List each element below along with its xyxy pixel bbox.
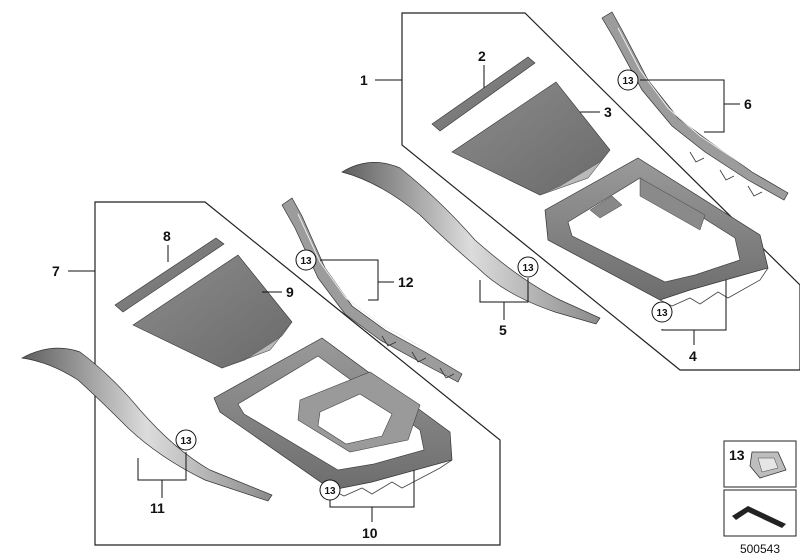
group-frame-right <box>401 12 800 371</box>
svg-text:13: 13 <box>622 76 634 87</box>
clip-icon <box>749 451 787 479</box>
part-label-9: 9 <box>286 284 294 300</box>
clip-callout-13-left-trim: 13 <box>175 429 197 451</box>
part-label-12: 12 <box>398 274 414 290</box>
console-bezel-left <box>213 337 453 497</box>
part-label-6: 6 <box>744 96 752 112</box>
part-label-2: 2 <box>478 48 486 64</box>
svg-text:13: 13 <box>522 263 534 274</box>
legend-bracket-box <box>723 489 797 537</box>
clip-callout-13-right-lower: 13 <box>651 301 673 323</box>
svg-text:13: 13 <box>656 308 668 319</box>
side-trim-left <box>20 347 273 502</box>
part-label-3: 3 <box>604 104 612 120</box>
inner-trim-left <box>281 197 463 383</box>
svg-text:13: 13 <box>729 447 745 463</box>
legend-clip-box: 13 <box>723 440 797 488</box>
svg-text:13: 13 <box>180 436 192 447</box>
cover-panel-right <box>451 81 611 196</box>
side-trim-right <box>341 162 601 325</box>
part-label-7: 7 <box>52 263 60 279</box>
reference-number: 500543 <box>740 542 780 556</box>
svg-text:13: 13 <box>300 256 312 267</box>
trim-strip-left <box>114 237 225 313</box>
part-label-8: 8 <box>163 228 171 244</box>
part-label-11: 11 <box>150 500 165 516</box>
part-label-5: 5 <box>499 322 507 338</box>
leader-lines <box>68 65 740 522</box>
clip-callout-13-right-upper: 13 <box>617 69 639 91</box>
part-label-4: 4 <box>689 348 697 364</box>
part-label-1: 1 <box>360 72 368 88</box>
group-frame-left <box>94 201 501 546</box>
clip-callout-13-left-upper: 13 <box>295 249 317 271</box>
console-bezel-right <box>544 157 769 307</box>
bracket-icon <box>732 506 786 528</box>
inner-trim-right <box>601 11 789 201</box>
part-label-10: 10 <box>362 525 378 541</box>
svg-text:13: 13 <box>324 486 336 497</box>
clip-callout-13-left-lower: 13 <box>319 479 341 501</box>
trim-strip-right <box>431 56 536 132</box>
clip-callout-13-right-trim: 13 <box>517 256 539 278</box>
cover-panel-left <box>132 254 293 369</box>
